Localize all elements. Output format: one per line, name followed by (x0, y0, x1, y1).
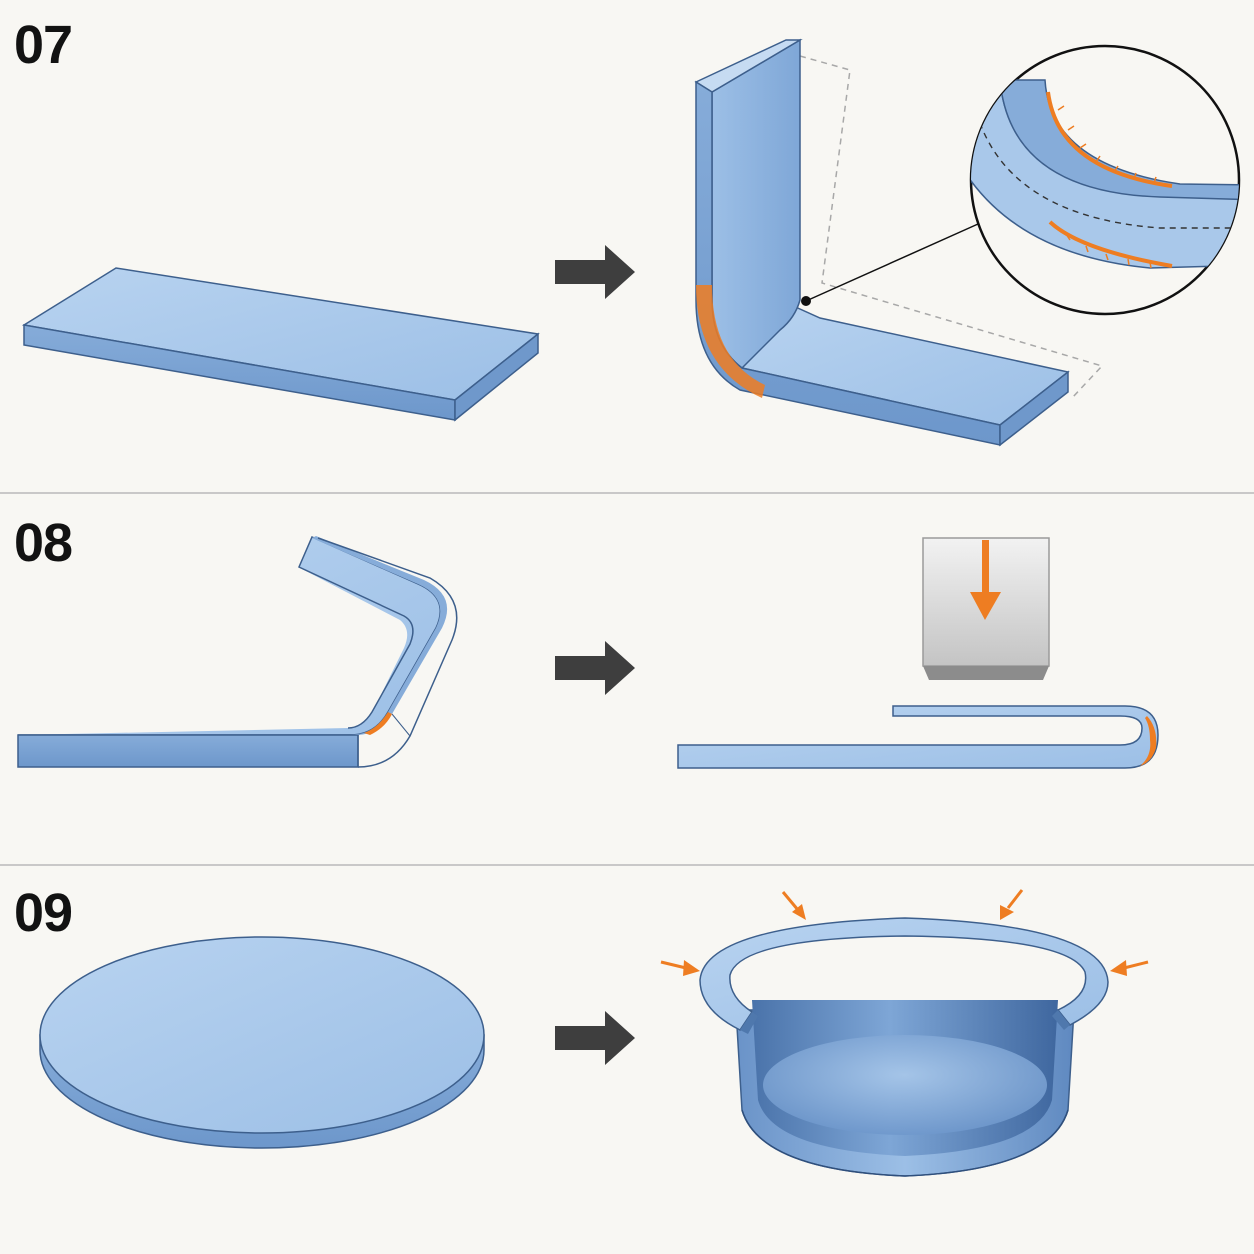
drawn-cup (699, 917, 1109, 1177)
process-arrow (555, 641, 635, 695)
process-arrow (555, 245, 635, 299)
step-number-07: 07 (14, 15, 73, 75)
bent-plate-l-shape (694, 38, 1070, 447)
compression-arrows (660, 889, 1149, 976)
flat-plate (21, 267, 540, 422)
right-arrow-icon (555, 1011, 635, 1065)
process-arrow (555, 1011, 635, 1065)
orange-arrow-icon (781, 891, 806, 920)
callout-leader (801, 223, 979, 306)
hemmed-plate (677, 705, 1159, 769)
right-arrow-icon (555, 245, 635, 299)
right-arrow-icon (555, 641, 635, 695)
orange-arrow-icon (1110, 960, 1149, 976)
ghost-outline (799, 55, 1104, 399)
orange-arrow-icon (970, 540, 1001, 620)
zoom-detail-circle (969, 44, 1241, 316)
press-punch (922, 537, 1050, 680)
circular-blank (39, 936, 485, 1149)
step-number-09: 09 (14, 883, 73, 943)
stress-band (696, 285, 765, 398)
step-number-08: 08 (14, 513, 73, 573)
orange-arrow-icon (660, 960, 700, 976)
orange-arrow-icon (1000, 889, 1024, 920)
partially-bent-plate (17, 536, 458, 768)
